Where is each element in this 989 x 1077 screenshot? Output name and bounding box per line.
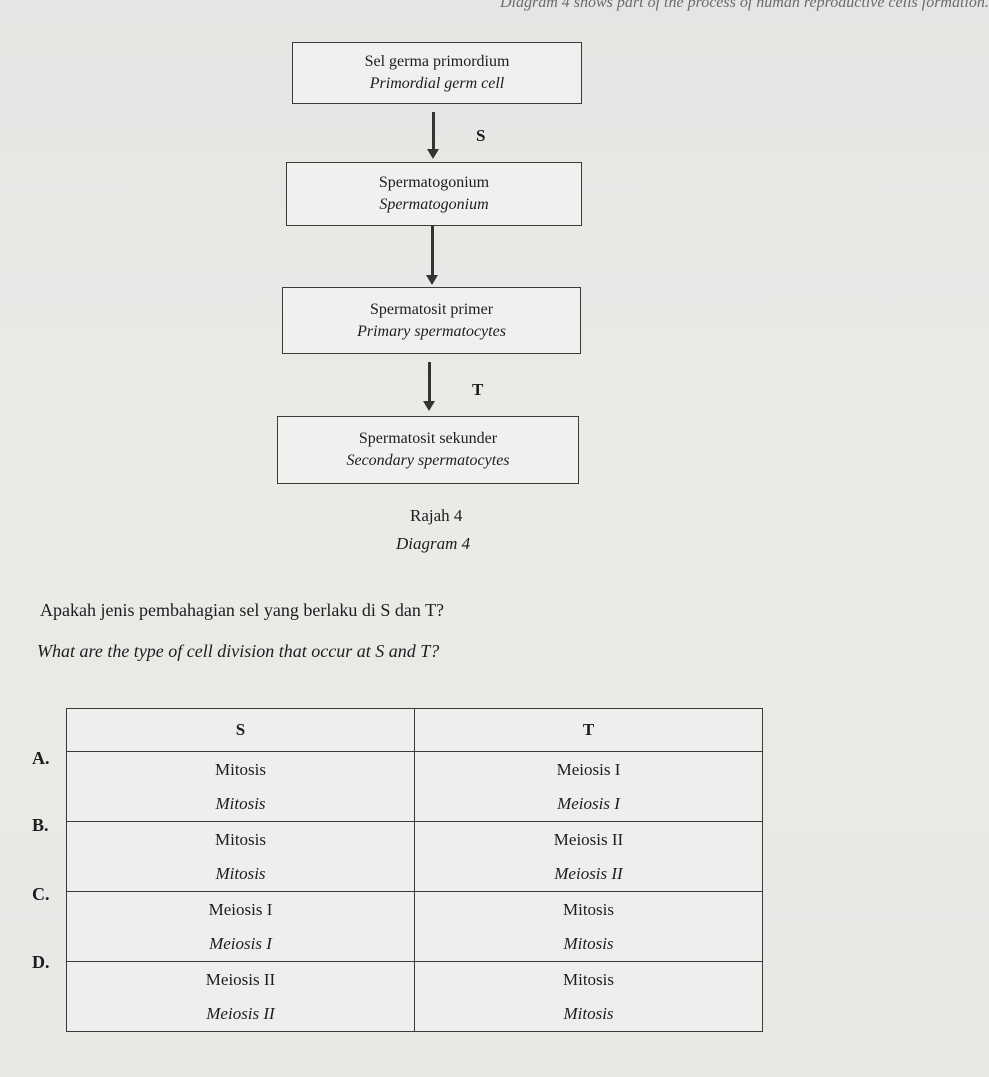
box4-english: Secondary spermatocytes <box>346 452 510 469</box>
box-primordial-germ-cell: Sel germa primordium Primordial germ cel… <box>292 42 582 104</box>
option-letter-d: D. <box>32 952 50 972</box>
box2-english: Spermatogonium <box>379 196 489 213</box>
cell-english: Mitosis <box>215 793 266 813</box>
option-letter-b: B. <box>32 815 49 835</box>
option-letter-a: A. <box>32 748 50 768</box>
cell-malay: Meiosis I <box>556 759 621 779</box>
box3-english: Primary spermatocytes <box>357 322 506 340</box>
box4-malay: Spermatosit sekunder <box>358 430 498 447</box>
cell-malay: Meiosis I <box>208 899 273 919</box>
caption-english: Diagram 4 <box>396 534 471 553</box>
box3-malay: Spermatosit primer <box>369 300 494 318</box>
cell-t: Meiosis I Meiosis I <box>414 751 763 822</box>
label-t: T <box>472 380 484 399</box>
cut-off-header-text: Diagram 4 shows part of the process of h… <box>500 0 989 11</box>
arrow-t <box>423 362 435 411</box>
box1-english: Primordial germ cell <box>369 75 505 92</box>
cell-s: Meiosis II Meiosis II <box>66 961 415 1032</box>
cell-english: Mitosis <box>563 1003 614 1023</box>
table-header-row: S T <box>66 708 763 752</box>
box-secondary-spermatocytes: Spermatosit sekunder Secondary spermatoc… <box>277 416 579 484</box>
header-s: S <box>66 708 415 752</box>
table-row: Mitosis Mitosis Meiosis II Meiosis II <box>66 821 763 892</box>
table-row: Meiosis II Meiosis II Mitosis Mitosis <box>66 961 763 1032</box>
cell-malay: Mitosis <box>562 969 615 989</box>
cell-malay: Mitosis <box>562 899 615 919</box>
cell-malay: Mitosis <box>214 759 267 779</box>
cell-english: Meiosis I <box>209 933 272 953</box>
option-letter-c: C. <box>32 884 50 904</box>
cell-malay: Mitosis <box>214 829 267 849</box>
label-s: S <box>476 126 486 145</box>
header-t: T <box>414 708 763 752</box>
arrow-s <box>427 112 439 159</box>
question-english: What are the type of cell division that … <box>37 641 440 661</box>
cell-malay: Meiosis II <box>205 969 276 989</box>
cell-s: Mitosis Mitosis <box>66 751 415 822</box>
box-primary-spermatocytes: Spermatosit primer Primary spermatocytes <box>282 287 581 354</box>
cell-malay: Meiosis II <box>553 829 624 849</box>
cell-t: Mitosis Mitosis <box>414 891 763 962</box>
cell-english: Mitosis <box>215 863 266 883</box>
arrow-2 <box>426 226 438 285</box>
box2-malay: Spermatogonium <box>378 174 490 191</box>
table-row: Meiosis I Meiosis I Mitosis Mitosis <box>66 891 763 962</box>
cell-s: Mitosis Mitosis <box>66 821 415 892</box>
answer-table: S T Mitosis Mitosis Meiosis I Meiosis I … <box>66 708 763 1032</box>
question-malay: Apakah jenis pembahagian sel yang berlak… <box>40 600 445 620</box>
table-row: Mitosis Mitosis Meiosis I Meiosis I <box>66 751 763 822</box>
box-spermatogonium: Spermatogonium Spermatogonium <box>286 162 582 226</box>
cell-english: Meiosis II <box>554 863 623 883</box>
cell-t: Mitosis Mitosis <box>414 961 763 1032</box>
box1-malay: Sel germa primordium <box>364 53 510 70</box>
cell-english: Mitosis <box>563 933 614 953</box>
cell-english: Meiosis II <box>206 1003 275 1023</box>
cell-s: Meiosis I Meiosis I <box>66 891 415 962</box>
cell-english: Meiosis I <box>557 793 620 813</box>
caption-malay: Rajah 4 <box>410 506 463 525</box>
cell-t: Meiosis II Meiosis II <box>414 821 763 892</box>
